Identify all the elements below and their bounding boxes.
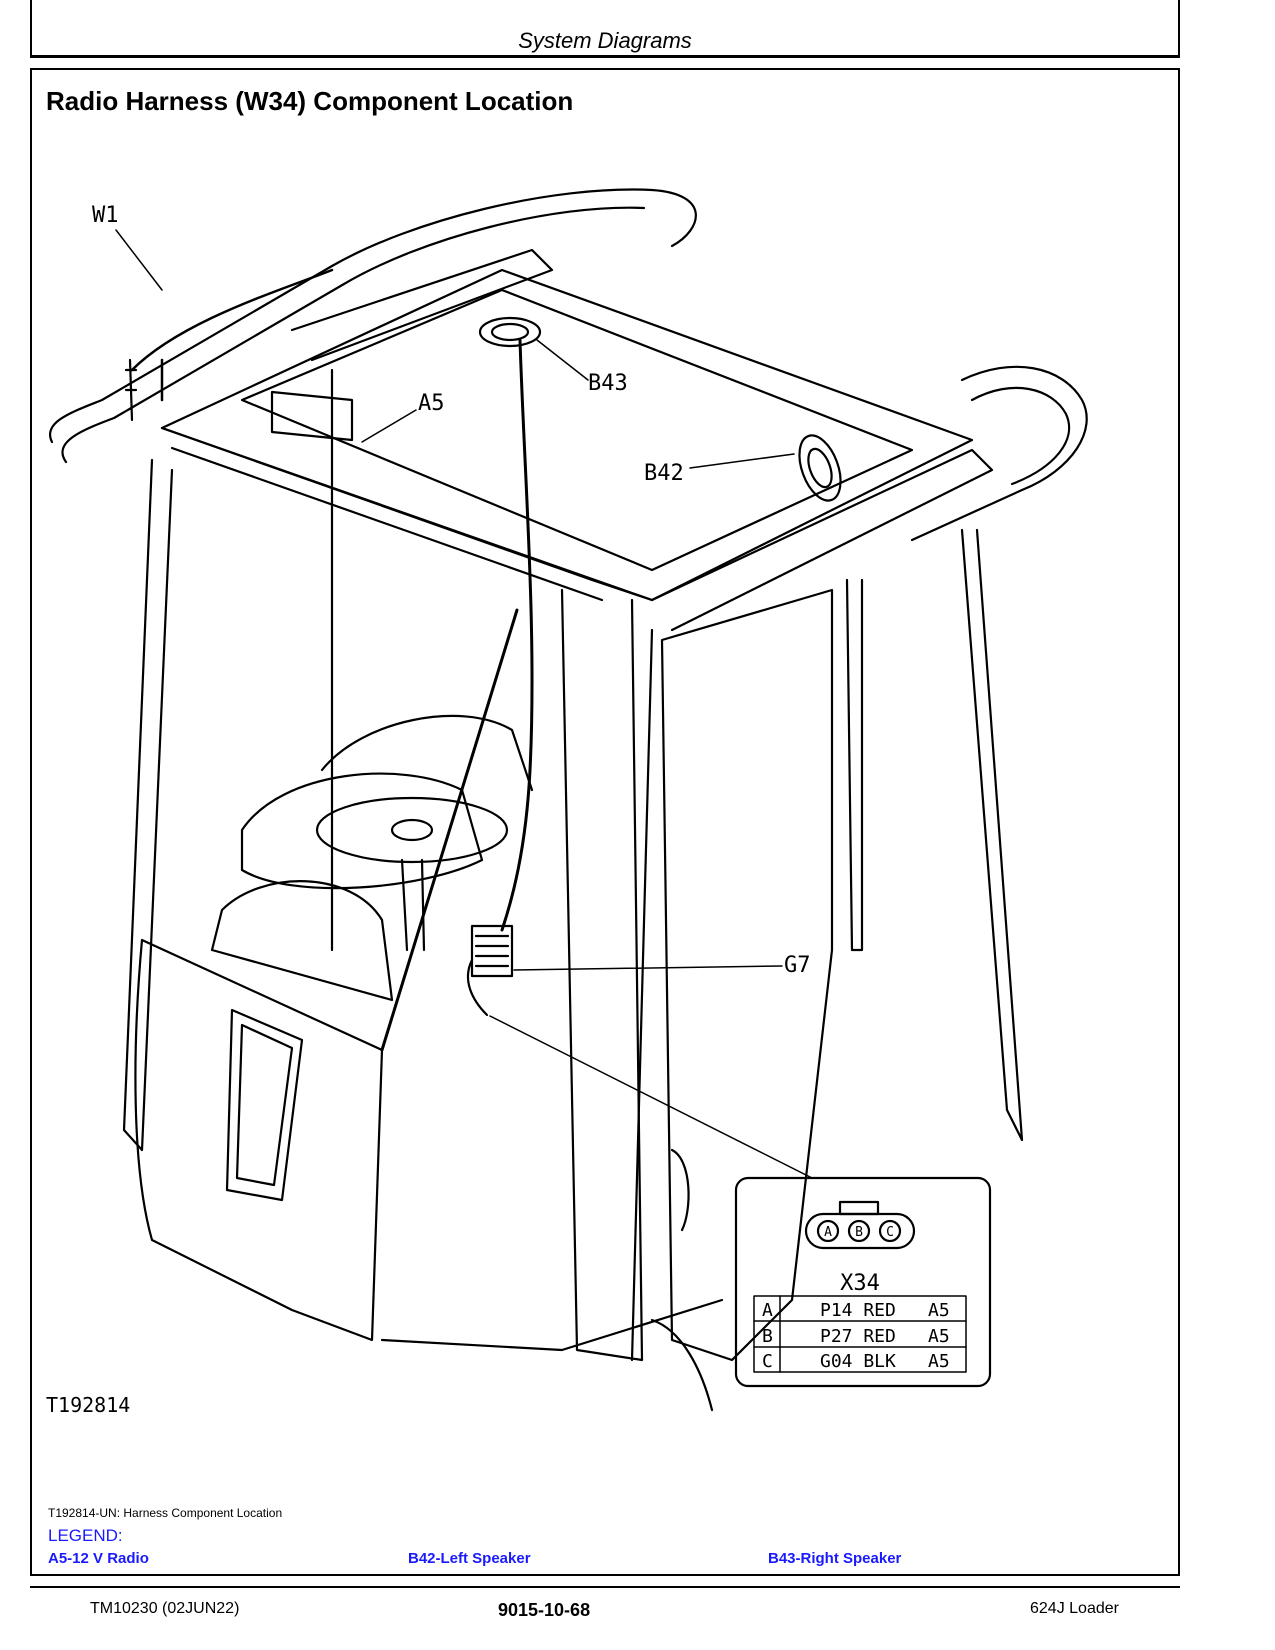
roof-crossbar-lower: [170, 446, 604, 602]
x34-pin-c-circle: [878, 1219, 902, 1243]
right-rear-post: [960, 528, 1024, 1142]
legend-item-b42: B42-Left Speaker: [408, 1550, 531, 1567]
legend-item-a5: A5-12 V Radio: [48, 1550, 149, 1567]
b43-speaker: [478, 316, 542, 348]
x34-row-a-pin: A: [762, 1300, 773, 1321]
x34-row-a-dest: A5: [928, 1300, 950, 1321]
leader-w1: [115, 229, 163, 291]
footer-page-number: 9015-10-68: [498, 1600, 591, 1620]
roof-right-beam: [650, 448, 994, 632]
seat-back: [210, 880, 394, 1002]
roof-left-rail: [49, 188, 697, 444]
steering-hub: [390, 818, 434, 842]
x34-pin-c: C: [886, 1225, 894, 1240]
steering-column: [400, 858, 426, 952]
roof-right-rail-inner: [970, 386, 1071, 486]
front-panel: [134, 938, 384, 1342]
x34-row-b-dest: A5: [928, 1326, 950, 1347]
right-door-glass: [660, 588, 834, 1362]
x34-connector-body: [804, 1212, 916, 1250]
x34-row-a-circuit: P14 RED: [820, 1300, 896, 1321]
leader-x34: [489, 1015, 813, 1179]
x34-pin-b-circle: [847, 1219, 871, 1243]
x34-row-c-pin: C: [762, 1351, 773, 1372]
footer-doc-id: TM10230 (02JUN22): [90, 1600, 240, 1617]
right-door-frame: [845, 578, 864, 952]
roof-left-beam: [290, 248, 554, 362]
right-front-post: [630, 628, 654, 1362]
x34-pin-b: B: [855, 1225, 863, 1240]
x34-row-c-circuit: G04 BLK: [820, 1351, 896, 1372]
x34-row-b-circuit: P27 RED: [820, 1326, 896, 1347]
section-title: System Diagrams: [518, 28, 692, 53]
leader-b42: [689, 453, 795, 469]
legend-item-b43: B43-Right Speaker: [768, 1550, 902, 1567]
legend-title: LEGEND:: [48, 1526, 123, 1545]
x34-label: X34: [840, 1271, 880, 1296]
leader-g7: [513, 965, 783, 971]
x34-pin-a-circle: [816, 1219, 840, 1243]
x34-pin-a: A: [824, 1225, 832, 1240]
harness-antenna: [380, 608, 519, 1052]
callout-g7: G7: [784, 953, 811, 978]
harness-vertical: [500, 338, 534, 932]
g7-fins: [474, 934, 510, 968]
header-frame: System Diagrams: [30, 0, 1180, 58]
x34-row-c-dest: A5: [928, 1351, 950, 1372]
callout-a5: A5: [418, 391, 445, 416]
b42-speaker: [798, 434, 842, 502]
page-title: Radio Harness (W34) Component Location: [46, 86, 574, 116]
x34-row-b-pin: B: [762, 1326, 773, 1347]
left-front-post: [122, 458, 174, 1152]
footer-rule: [30, 1586, 1180, 1588]
seat-cushion: [240, 772, 484, 890]
roof-crossbar: [160, 426, 654, 602]
callout-w1: W1: [92, 203, 119, 228]
x34-inset-box: [734, 1176, 992, 1388]
b43-speaker-inner: [490, 322, 530, 342]
steering-wheel: [315, 796, 509, 864]
cab-diagram: W1 A5 B43 B42 G7 A B C X34 A P14 RED A5 …: [46, 188, 1088, 1417]
callout-b42: B42: [644, 461, 684, 486]
grab-handle: [670, 1148, 690, 1232]
x34-connector-latch: [838, 1200, 880, 1216]
harness-w1-connector: [124, 358, 138, 422]
harness-g7-tail: [467, 958, 489, 1017]
leader-b43: [536, 339, 589, 381]
x34-table: [753, 1295, 967, 1373]
console: [320, 714, 534, 792]
harness-roof: [130, 268, 334, 402]
footer-model: 624J Loader: [1030, 1600, 1119, 1617]
cab-floor: [380, 1298, 724, 1352]
main-frame: Radio Harness (W34) Component Location: [30, 68, 1180, 1576]
roof-right-rail: [910, 365, 1088, 542]
figure-id: T192814: [46, 1393, 130, 1417]
leader-a5: [361, 409, 417, 443]
rear-harness: [650, 1318, 714, 1412]
front-panel-window: [225, 1008, 304, 1202]
g7-module: [470, 924, 514, 978]
front-panel-window-inner: [235, 1023, 294, 1187]
center-post: [560, 588, 644, 1362]
roof-inner-edge: [240, 288, 914, 572]
b42-speaker-inner: [807, 447, 833, 489]
a5-radio: [270, 390, 354, 442]
x34-table-rules: [753, 1295, 967, 1373]
figure-caption: T192814-UN: Harness Component Location: [48, 1506, 283, 1520]
callout-b43: B43: [588, 371, 628, 396]
roof-left-rail-inner: [61, 206, 646, 464]
